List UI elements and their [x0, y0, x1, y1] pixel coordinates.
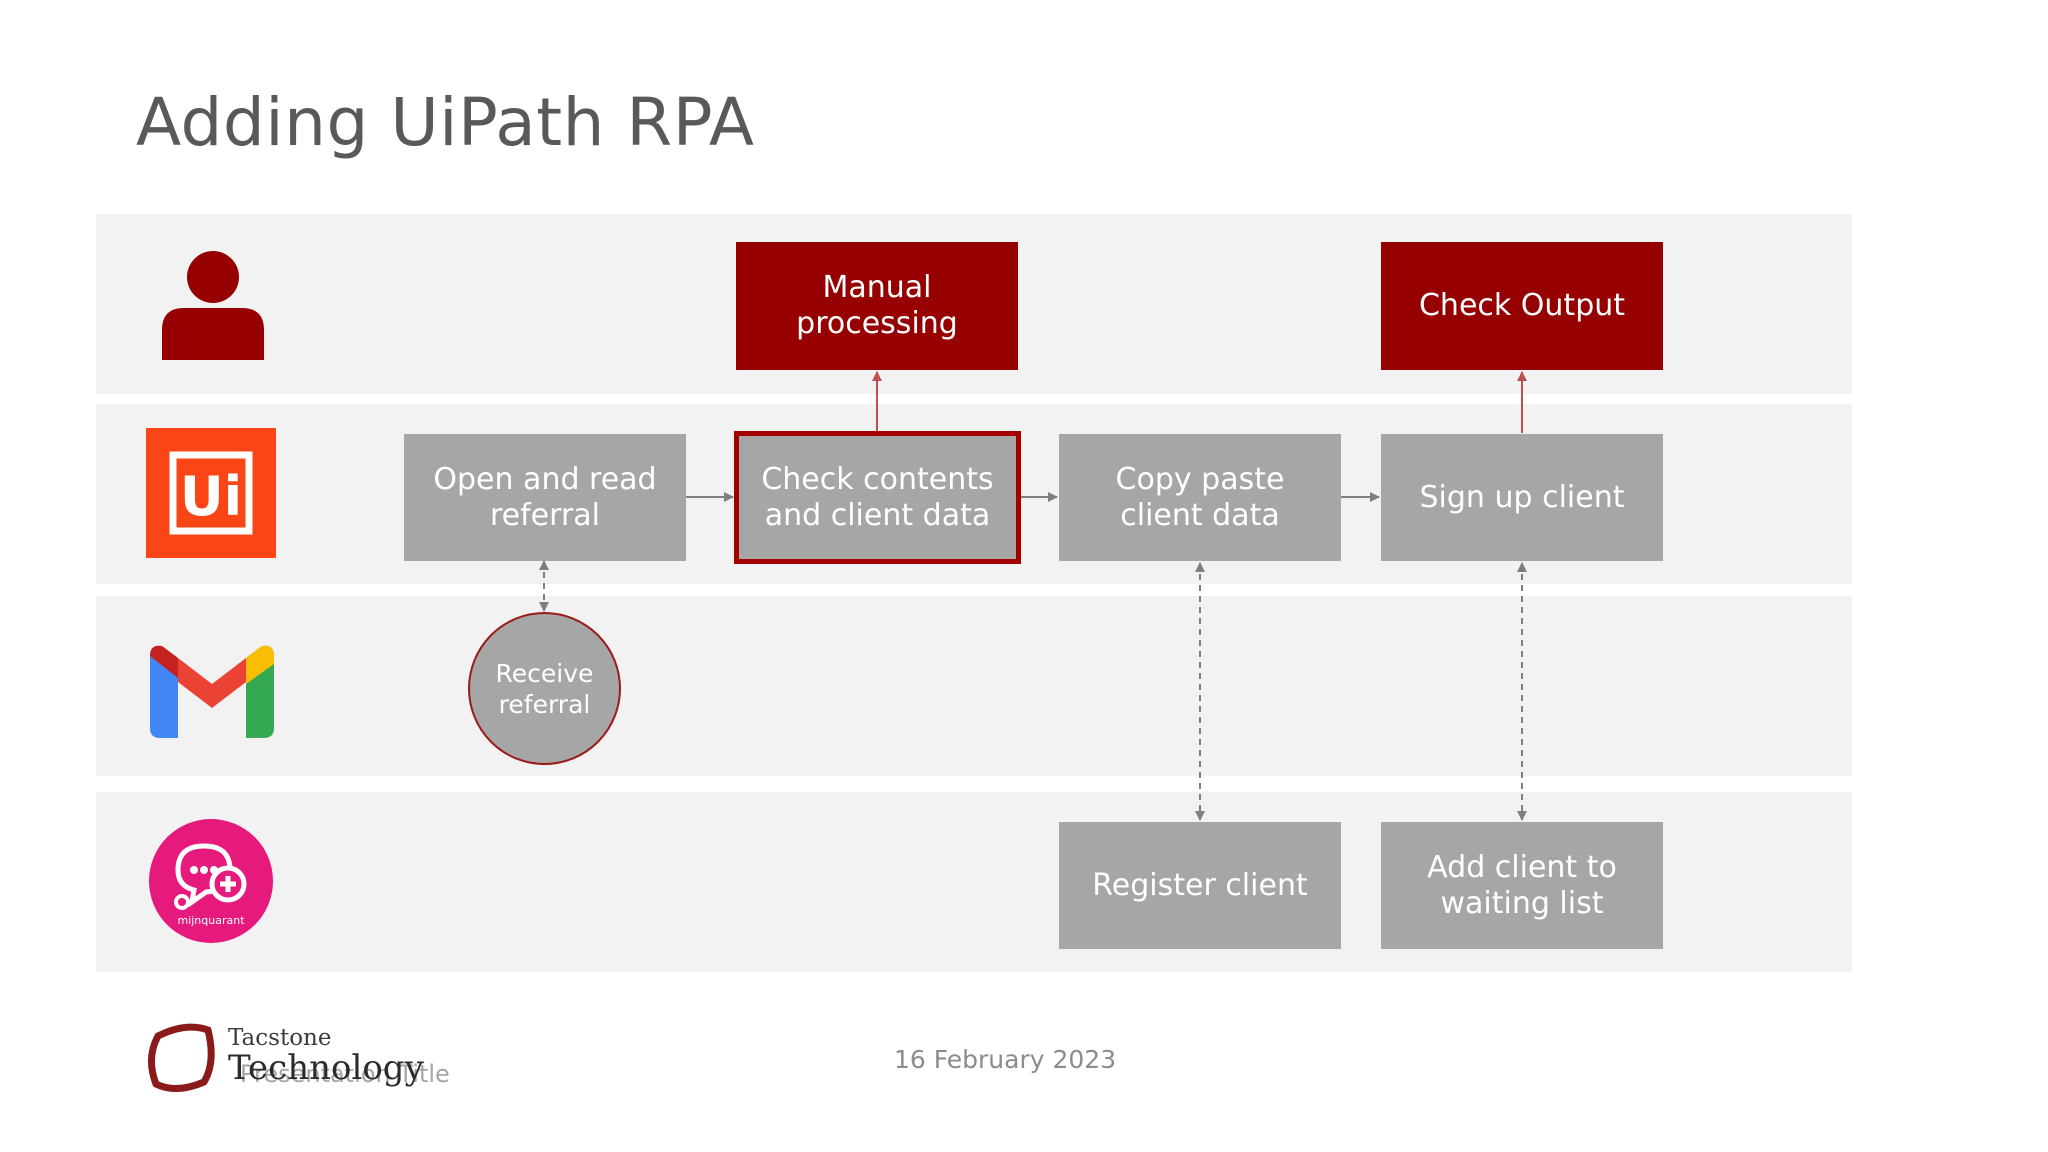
node-receive-referral: Receive referral — [468, 612, 621, 765]
uipath-logo-text: Ui — [180, 465, 242, 528]
swimlane-gmail — [96, 596, 1852, 776]
node-open-read-referral: Open and read referral — [404, 434, 686, 561]
node-add-client-waiting-list: Add client to waiting list — [1381, 822, 1663, 949]
mijnquarant-logo-icon: mijnquarant — [149, 819, 273, 943]
node-manual-processing: Manual processing — [736, 242, 1018, 370]
node-register-client: Register client — [1059, 822, 1341, 949]
tacstone-logo-icon — [148, 1023, 215, 1092]
mijnquarant-logo-text: mijnquarant — [177, 914, 245, 927]
node-sign-up-client: Sign up client — [1381, 434, 1663, 561]
node-check-contents: Check contents and client data — [734, 431, 1021, 564]
node-copy-paste-client-data: Copy paste client data — [1059, 434, 1341, 561]
footer-date: 16 February 2023 — [894, 1045, 1117, 1074]
gmail-icon — [150, 645, 274, 738]
slide-title: Adding UiPath RPA — [136, 84, 755, 161]
logo-wordmark-tacstone: Tacstone — [228, 1025, 332, 1051]
uipath-logo-icon: Ui — [146, 428, 276, 558]
node-check-output: Check Output — [1381, 242, 1663, 370]
person-icon — [162, 251, 264, 360]
logo-wordmark-technology: Technology — [228, 1048, 424, 1088]
footer-presentation-title: Presentation Title — [240, 1060, 450, 1088]
